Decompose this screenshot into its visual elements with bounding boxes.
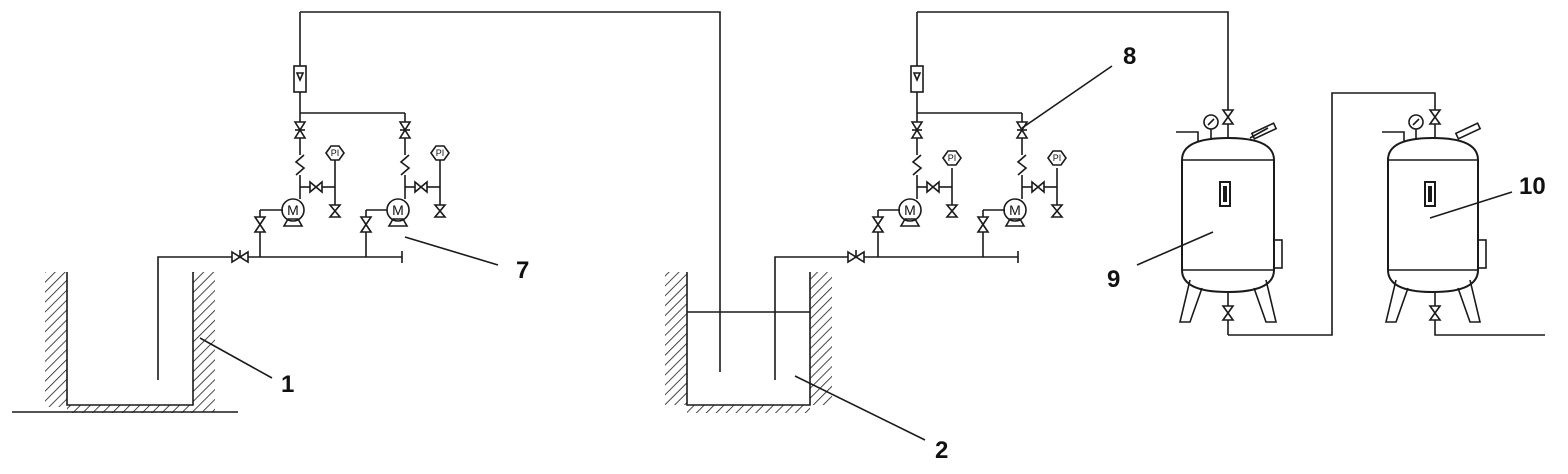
motor-pump-icon: M (898, 198, 922, 227)
valve-icon (1428, 109, 1442, 125)
side-nozzle-icon (1273, 239, 1283, 269)
tank-10-shell (1387, 136, 1479, 294)
pool-1 (12, 256, 238, 413)
gate-valve-icon (847, 250, 865, 264)
check-valve-icon (911, 154, 923, 176)
gauge-label: PI (948, 153, 957, 163)
leader-line-10 (1429, 191, 1513, 219)
valve-icon (414, 180, 428, 194)
callout-label-9: 9 (1107, 266, 1120, 293)
check-valve-icon (294, 154, 306, 176)
leader-line-7 (404, 236, 499, 266)
tank-9-shell (1181, 136, 1275, 294)
valve-icon (910, 121, 924, 139)
transfer-pipe-1 (300, 11, 721, 372)
check-valve-icon (1016, 154, 1028, 176)
valve-icon (1221, 109, 1235, 125)
check-valve-icon (399, 154, 411, 176)
leader-line-9 (1136, 231, 1214, 266)
valve-icon (309, 180, 323, 194)
callout-label-2: 2 (935, 437, 948, 464)
pool-2-left-wall-hatch (665, 272, 687, 405)
pump-group-1: M PI M (231, 12, 450, 264)
motor-pump-icon: M (1003, 198, 1027, 227)
gauge-label: PI (1053, 153, 1062, 163)
valve-icon (871, 216, 885, 233)
pool-1-left-wall-hatch (45, 272, 67, 407)
leader-line-1 (199, 337, 273, 379)
drain-valve-icon (945, 204, 959, 218)
gate-valve-icon (231, 250, 249, 264)
valve-icon (1428, 305, 1442, 321)
drain-valve-icon (1050, 204, 1064, 218)
side-nozzle-icon (1477, 239, 1487, 269)
valve-icon (976, 216, 990, 233)
pressure-gauge-icon: PI (1047, 150, 1067, 166)
callout-label-7: 7 (516, 257, 529, 284)
drain-valve-icon (328, 204, 342, 218)
pool-1-right-wall-hatch (193, 272, 215, 412)
callout-label-1: 1 (281, 371, 294, 398)
tank-10 (1382, 109, 1545, 336)
callout-label-10: 10 (1519, 173, 1546, 200)
leader-line-8 (1021, 65, 1113, 129)
pressure-gauge-icon: PI (430, 145, 450, 161)
manway-icon (1454, 122, 1482, 140)
tank-9 (1176, 109, 1283, 335)
motor-label: M (1009, 202, 1021, 218)
gauge-label: PI (436, 148, 445, 158)
valve-icon (253, 216, 267, 233)
transfer-pipe-2 (917, 11, 1229, 110)
motor-pump-icon: M (386, 198, 410, 227)
valve-icon (398, 121, 412, 139)
outlet-pipe (1434, 320, 1545, 336)
sight-glass-icon (1424, 181, 1436, 207)
motor-pump-icon: M (281, 198, 305, 227)
motor-label: M (392, 202, 404, 218)
drain-valve-icon (433, 204, 447, 218)
suction-pipe-2 (774, 256, 848, 380)
transfer-pipe-3 (1228, 92, 1436, 336)
pool-2 (665, 256, 848, 413)
valve-icon (1015, 121, 1029, 139)
gauge-label: PI (331, 148, 340, 158)
pool-2-floor-hatch (687, 405, 810, 413)
motor-label: M (287, 202, 299, 218)
valve-icon (293, 121, 307, 139)
pool-2-right-wall-hatch (810, 272, 832, 405)
valve-icon (1221, 305, 1235, 321)
valve-icon (359, 216, 373, 233)
callout-label-8: 8 (1123, 43, 1136, 70)
pressure-gauge-icon: PI (942, 150, 962, 166)
valve-icon (926, 180, 940, 194)
leader-line-2 (794, 375, 926, 441)
sight-glass-icon (1219, 181, 1231, 207)
pump-group-2: M PI M (847, 12, 1067, 264)
pressure-gauge-icon: PI (325, 145, 345, 161)
pool-1-floor-hatch (67, 405, 193, 413)
suction-pipe-1 (157, 256, 232, 380)
valve-icon (1031, 180, 1045, 194)
motor-label: M (904, 202, 916, 218)
